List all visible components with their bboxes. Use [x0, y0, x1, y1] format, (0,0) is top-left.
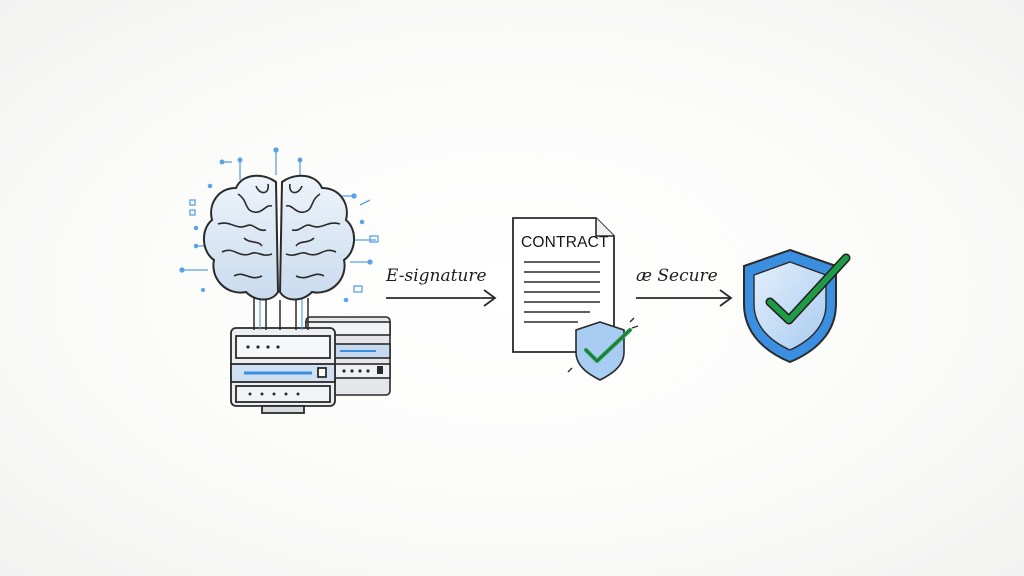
contract-document-icon: [512, 217, 639, 381]
connector-label-secure: æ Secure: [636, 266, 718, 286]
circuit-traces: [179, 147, 379, 303]
server-front: [230, 327, 336, 414]
brain-cables: [253, 298, 309, 330]
brain-folds: [217, 183, 341, 279]
shield-check-icon: [743, 248, 851, 364]
contract-shield-badge: [567, 317, 639, 381]
brain-icon: [203, 174, 355, 301]
brain-server-icon: [179, 147, 391, 414]
arrow-secure: [636, 289, 733, 307]
contract-title: CONTRACT: [521, 234, 609, 251]
connector-label-esignature: E-signature: [386, 266, 487, 286]
arrow-esignature: [386, 289, 497, 307]
contract-text-lines: [524, 261, 600, 323]
